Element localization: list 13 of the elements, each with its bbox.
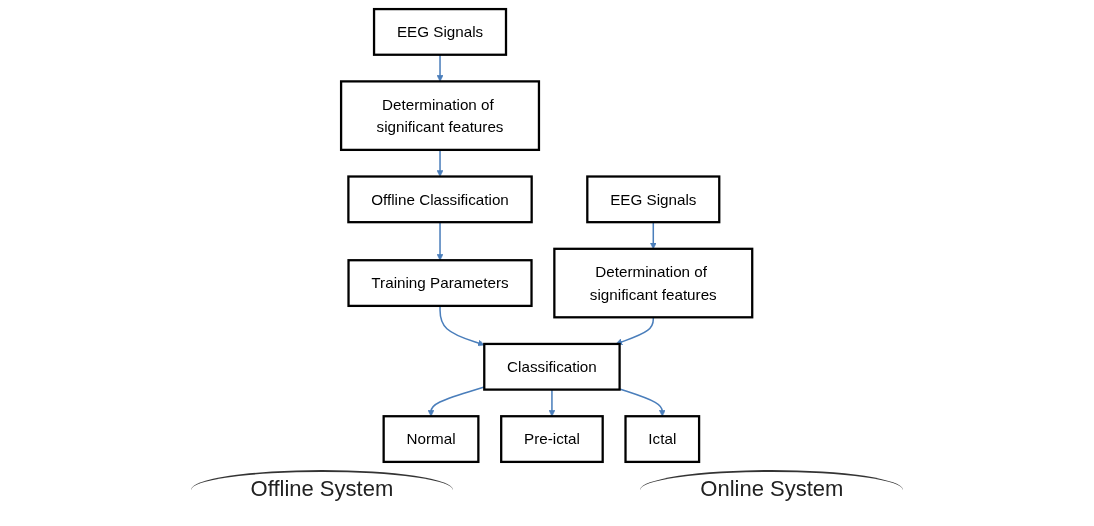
node-box: Ictal	[624, 414, 701, 463]
node-box: Classification	[483, 342, 622, 391]
node-box: Offline Classification	[347, 174, 534, 223]
node-box: EEG Signals	[586, 174, 721, 223]
system-label: Online System	[640, 470, 904, 502]
arrow	[616, 316, 655, 345]
node-box: EEG Signals	[373, 7, 508, 56]
node-box: Determination of significant features	[553, 247, 754, 318]
node-box: Training Parameters	[347, 258, 533, 307]
node-box: Normal	[382, 414, 480, 463]
system-label: Offline System	[190, 470, 454, 502]
node-box: Pre-ictal	[500, 414, 605, 463]
node-box: Determination of significant features	[340, 79, 541, 151]
